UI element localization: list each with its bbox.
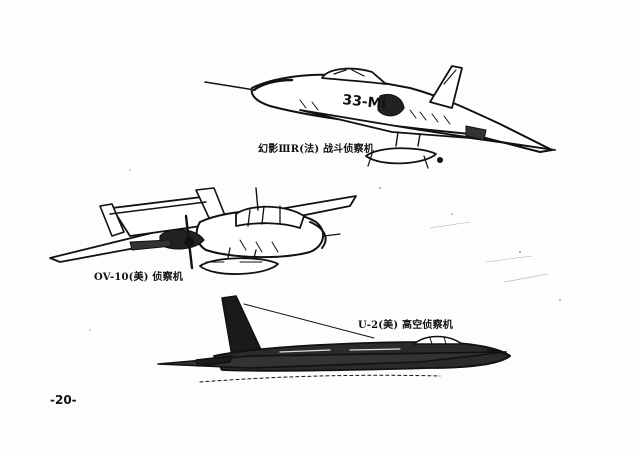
mirage-fuselage-marking: 33-Mi	[342, 92, 387, 113]
ov10-caption: OV-10(美) 侦察机	[94, 272, 183, 283]
mirage-caption: 幻影ⅢR(法) 战斗侦察机	[258, 144, 375, 155]
u2-caption: U-2(美) 高空侦察机	[358, 320, 453, 331]
scan-noise	[89, 169, 561, 331]
page-number: -20-	[50, 393, 77, 407]
mirage-illustration	[204, 65, 556, 169]
ov10-illustration	[49, 187, 357, 275]
scan-noise-lines	[429, 221, 549, 283]
u2-illustration	[157, 295, 511, 383]
